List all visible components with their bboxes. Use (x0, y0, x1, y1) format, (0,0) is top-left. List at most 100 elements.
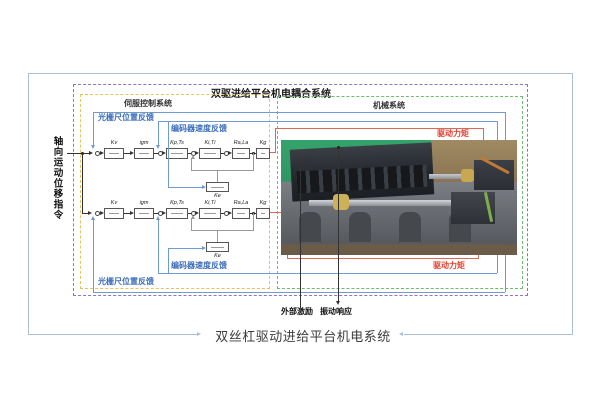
signal-line (188, 212, 191, 214)
loop-line (253, 213, 254, 230)
torque-line (286, 257, 479, 259)
loop-arrow (190, 155, 195, 159)
encoder-branch-line (167, 248, 169, 273)
input-line (67, 152, 90, 154)
feedback-arrow (201, 245, 206, 250)
signal-line (221, 152, 224, 154)
block-label: igm (139, 140, 149, 146)
input-arrow-lower (88, 210, 92, 215)
torque-label-lower: 驱动力矩 (433, 260, 465, 270)
feedback-arrow (201, 184, 206, 189)
transfer-block-igm (134, 147, 154, 159)
coupling-system-box (73, 84, 528, 296)
mechanical-system-box (277, 96, 523, 289)
response-arrow (335, 301, 340, 305)
excitation-line (300, 159, 309, 161)
signal-arrow (99, 210, 104, 215)
signal-arrow (161, 210, 166, 215)
loop-line (190, 169, 254, 171)
transfer-block-current-pi (199, 207, 221, 219)
photo-base-cutout (299, 212, 321, 242)
feedback-arrow (90, 145, 95, 149)
feedback-arrow (90, 215, 95, 220)
excitation-line (299, 160, 301, 307)
torque-line (270, 152, 276, 153)
frame-edge-bottom-left (28, 333, 198, 335)
loop-line (190, 229, 254, 231)
encoder-branch-line (167, 186, 203, 188)
encoder-gain-block (206, 242, 229, 252)
signal-arrow (194, 150, 199, 155)
position-feedback-line-top (93, 111, 505, 113)
transfer-block-armature (232, 147, 250, 159)
frame-edge-left (28, 73, 29, 334)
signal-line (124, 152, 130, 154)
block-label: Kp,Ts (170, 200, 184, 206)
transfer-block-igm (134, 207, 154, 219)
response-label: 振动响应 (320, 307, 352, 316)
frame-edge-bottom-right (404, 333, 573, 335)
position-feedback-label-lower: 光栅尺位置反馈 (98, 277, 154, 286)
block-label: Kv (110, 200, 118, 206)
torque-line (275, 128, 276, 153)
position-feedback-line-bottom (93, 291, 505, 293)
input-line-lower (82, 212, 89, 214)
block-label: Kv (110, 140, 118, 146)
speed-feedback-drop (157, 121, 159, 145)
block-label: igm (139, 200, 149, 206)
transfer-block-speed-pi (166, 207, 188, 219)
excitation-arrow (308, 157, 312, 161)
servo-system-box (80, 94, 270, 289)
signal-line (188, 152, 191, 154)
photo-front-ballscrew (309, 200, 459, 206)
signal-line (124, 212, 130, 214)
photo-floor-strip (281, 244, 517, 255)
encoder-branch-line (167, 247, 203, 249)
block-label: Kg (259, 200, 267, 206)
block-label: Ra,La (233, 140, 249, 146)
transfer-block-kv (104, 147, 124, 159)
caption-leader-arrow-right (399, 331, 403, 336)
photo-rear-coupling (461, 169, 474, 182)
speed-feedback-line-top (158, 120, 497, 122)
transfer-block-armature (232, 207, 250, 219)
signal-arrow (227, 210, 232, 215)
loop-line (190, 218, 192, 230)
block-label: Ki,Ti (204, 140, 216, 146)
signal-line (154, 152, 158, 154)
sum-junction (94, 150, 100, 156)
signal-arrow (129, 210, 134, 215)
system-title: 双驱进给平台机电耦合系统 (211, 89, 331, 100)
transfer-block-kv (104, 207, 124, 219)
photo-front-coupling (333, 194, 349, 210)
encoder-gain-block (206, 182, 229, 192)
speed-feedback-line-bottom (158, 272, 497, 274)
block-label: Ki,Ti (204, 200, 216, 206)
ke-tap-line (216, 230, 218, 242)
signal-arrow (194, 210, 199, 215)
speed-feedback-label-lower: 编码器速度反馈 (171, 261, 227, 270)
encoder-gain-label: Ke (214, 252, 221, 259)
block-label: Kg (259, 140, 267, 146)
encoder-branch-line (167, 121, 169, 187)
speed-feedback-rise (157, 220, 159, 273)
transfer-block-kg (256, 207, 270, 219)
torque-line (275, 127, 484, 129)
signal-arrow (227, 150, 232, 155)
transfer-block-current-pi (199, 147, 221, 159)
photo-base-cutout (349, 212, 371, 242)
input-command-label: 轴向运动位移指令 (51, 136, 63, 220)
frame-edge-right (572, 73, 573, 334)
signal-line (221, 212, 224, 214)
block-label: Ra,La (233, 200, 249, 206)
mechanical-system-label: 机械系统 (373, 101, 405, 110)
speed-feedback-label-upper: 编码器速度反馈 (171, 123, 227, 133)
signal-line (154, 212, 158, 214)
signal-arrow (129, 150, 134, 155)
response-line (337, 147, 339, 302)
signal-arrow (99, 150, 104, 155)
feedback-arrow (155, 145, 160, 149)
transfer-block-kg (256, 147, 270, 159)
loop-line (253, 153, 254, 170)
caption-leader-arrow-left (197, 331, 201, 336)
